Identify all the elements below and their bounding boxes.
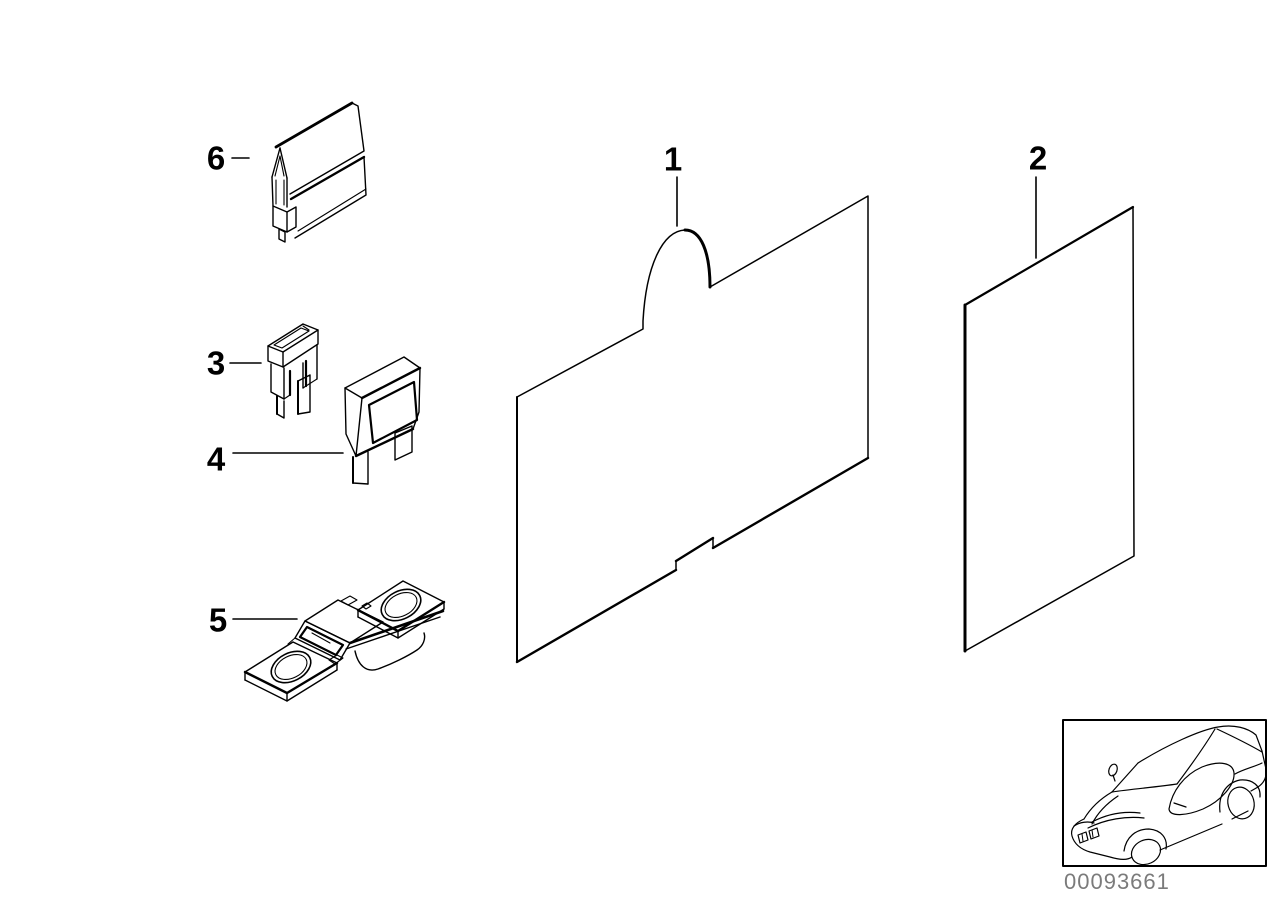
maxi-blade-fuse-icon xyxy=(345,357,420,484)
image-number: 00093661 xyxy=(1064,869,1170,894)
callout-leader-lines xyxy=(230,158,1036,619)
retaining-clip-icon xyxy=(272,103,366,242)
callout-5[interactable]: 5 xyxy=(208,601,228,639)
car-icon xyxy=(1072,726,1267,869)
cover-foil-with-tab-icon xyxy=(517,196,868,662)
callout-1[interactable]: 1 xyxy=(663,140,683,178)
high-current-bolt-fuse-icon xyxy=(245,581,444,701)
plain-foil-sheet-icon xyxy=(965,207,1134,651)
vehicle-thumbnail xyxy=(1063,720,1266,869)
mini-blade-fuse-icon xyxy=(268,324,318,418)
callout-4[interactable]: 4 xyxy=(206,440,226,478)
callout-6[interactable]: 6 xyxy=(206,139,226,177)
callout-2[interactable]: 2 xyxy=(1028,139,1048,177)
vehicle-thumbnail-frame xyxy=(1063,720,1266,866)
callout-3[interactable]: 3 xyxy=(206,344,226,382)
